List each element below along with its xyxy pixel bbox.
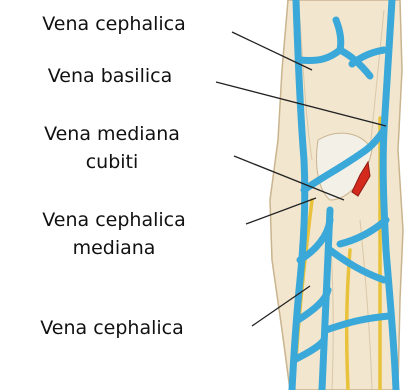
label-vena-cephalica-upper: Vena cephalica <box>42 13 185 35</box>
label-vena-cephalica-lower: Vena cephalica <box>40 317 183 339</box>
label-vena-basilica: Vena basilica <box>48 65 172 87</box>
label-vena-cephalica-mediana-line2: mediana <box>73 237 156 259</box>
labels: Vena cephalica Vena basilica Vena median… <box>40 13 185 339</box>
arm-illustration <box>270 0 403 390</box>
label-vena-mediana-cubiti-line2: cubiti <box>86 151 139 173</box>
label-vena-mediana-cubiti-line1: Vena mediana <box>44 123 180 145</box>
label-vena-cephalica-mediana-line1: Vena cephalica <box>42 209 185 231</box>
